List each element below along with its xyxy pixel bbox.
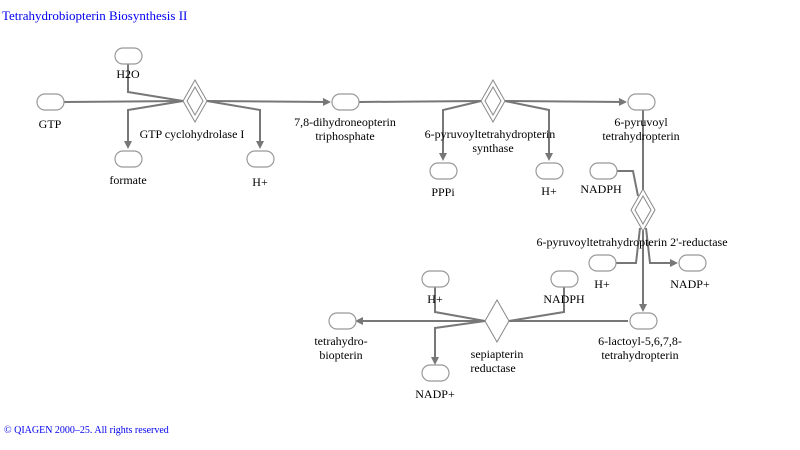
- enzyme-label: reductase: [470, 361, 515, 375]
- node-label: NADP+: [415, 387, 455, 401]
- enzyme-sepiapterin-reductase[interactable]: sepiapterin reductase: [470, 298, 524, 375]
- edge-e3-nadp: [645, 227, 678, 267]
- node-hplus-2[interactable]: H+: [535, 162, 564, 198]
- copyright-footer: © QIAGEN 2000–25. All rights reserved: [4, 425, 169, 436]
- node-tetrahydrobiopterin[interactable]: tetrahydro-biopterin: [314, 312, 368, 362]
- node-label: biopterin: [319, 348, 362, 362]
- node-label: triphosphate: [315, 129, 374, 143]
- enzyme-gtp-cyclohydrolase[interactable]: GTP cyclohydrolase I: [140, 78, 245, 141]
- node-nadp-1[interactable]: NADP+: [670, 254, 710, 291]
- enzyme-pyruvoyltetrahydropterin-reductase[interactable]: 6-pyruvoyltetrahydropterin 2'-reductase: [536, 187, 728, 249]
- node-label: H2O: [116, 67, 140, 81]
- edge-e2-hplus: [504, 100, 553, 161]
- node-label: tetrahydropterin: [602, 129, 679, 143]
- edge-e1-hplus: [206, 100, 264, 149]
- node-label: H+: [541, 184, 557, 198]
- node-pyruvoyl-tetrahydropterin[interactable]: 6-pyruvoyltetrahydropterin: [602, 93, 680, 143]
- edge-h2o-e1: [127, 64, 184, 102]
- node-h2o[interactable]: H2O: [114, 47, 143, 81]
- node-gtp[interactable]: GTP: [36, 93, 65, 131]
- edge-hplus-e4: [434, 287, 486, 322]
- edges: [63, 64, 678, 365]
- edge-nadph-e3: [617, 170, 639, 197]
- node-label: NADPH: [580, 182, 622, 196]
- node-label: 6-pyruvoyl: [614, 115, 668, 129]
- node-label: H+: [594, 277, 610, 291]
- enzyme-label: 6-pyruvoyltetrahydropterin: [425, 127, 556, 141]
- node-label: formate: [109, 173, 146, 187]
- node-label: tetrahydropterin: [601, 348, 678, 362]
- pathway-title: Tetrahydrobiopterin Biosynthesis II: [2, 8, 188, 23]
- node-nadph-2[interactable]: NADPH: [543, 270, 585, 306]
- node-label: PPPi: [431, 185, 455, 199]
- edge-e1-dihydroneopterin: [206, 97, 331, 106]
- enzyme-label: sepiapterin: [471, 347, 524, 361]
- node-label: NADPH: [543, 292, 585, 306]
- node-nadp-2[interactable]: NADP+: [415, 364, 455, 401]
- enzyme-pyruvoyltetrahydropterin-synthase[interactable]: 6-pyruvoyltetrahydropterin synthase: [425, 78, 556, 155]
- node-hplus-1[interactable]: H+: [246, 150, 275, 189]
- edge-e1-formate: [124, 100, 184, 149]
- node-lactoyl-tetrahydropterin[interactable]: 6-lactoyl-5,6,7,8-tetrahydropterin: [598, 312, 682, 362]
- node-label: tetrahydro-: [314, 334, 367, 348]
- edge-e4-nadp: [431, 320, 486, 365]
- edge-e2-pppi: [439, 100, 482, 161]
- enzyme-label: synthase: [472, 141, 513, 155]
- node-formate[interactable]: formate: [109, 150, 147, 187]
- edge-gtp-e1: [63, 100, 184, 103]
- node-label: H+: [252, 175, 268, 189]
- node-label: GTP: [39, 117, 62, 131]
- enzyme-label: GTP cyclohydrolase I: [140, 127, 245, 141]
- node-nadph-1[interactable]: NADPH: [580, 162, 622, 196]
- edge-dihydroneopterin-e2: [358, 100, 482, 103]
- node-hplus-4[interactable]: H+: [421, 270, 450, 306]
- node-label: 7,8-dihydroneopterin: [294, 115, 396, 129]
- edge-e3-hplus: [616, 227, 641, 264]
- node-hplus-3[interactable]: H+: [588, 254, 617, 291]
- node-pppi[interactable]: PPPi: [429, 162, 458, 199]
- edge-e2-pyruvoyl: [504, 97, 627, 106]
- node-label: 6-lactoyl-5,6,7,8-: [598, 334, 682, 348]
- node-label: H+: [427, 292, 443, 306]
- enzyme-label: 6-pyruvoyltetrahydropterin 2'-reductase: [536, 235, 727, 249]
- edge-nadph-e4: [508, 287, 565, 322]
- node-label: NADP+: [670, 277, 710, 291]
